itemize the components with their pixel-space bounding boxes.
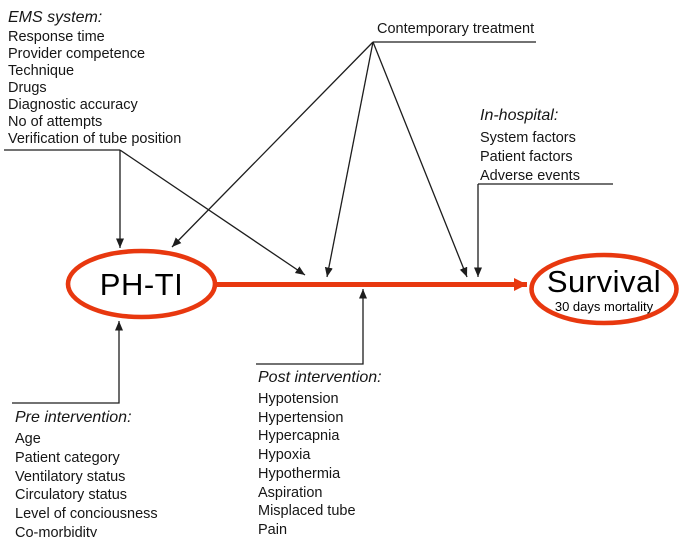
list-item: Pain (258, 521, 288, 537)
in-hospital-block: In-hospital: System factors Patient fact… (480, 106, 580, 186)
list-item: Aspiration (258, 484, 323, 501)
ph-ti-ellipse (65, 248, 218, 320)
post-to-effect-arrow (256, 289, 367, 365)
list-item: Co-morbidity (15, 524, 98, 537)
list-item: Hypothermia (258, 465, 341, 482)
ems-system-heading: EMS system: (8, 9, 103, 26)
list-item: Verification of tube position (8, 131, 182, 147)
ph-ti-label: PH-TI (99, 266, 184, 302)
list-item: Patient category (15, 449, 120, 466)
list-item: Circulatory status (15, 487, 128, 504)
list-item: System factors (480, 130, 576, 146)
list-item: Technique (8, 63, 75, 79)
list-item: Hypercapnia (258, 428, 340, 445)
post-intervention-list: Hypotension Hypertension Hypercapnia Hyp… (258, 390, 382, 537)
post-intervention-heading: Post intervention: (258, 369, 382, 386)
list-item: Provider competence (8, 46, 146, 62)
contemporary-treatment-label: Contemporary treatment (377, 21, 535, 37)
pre-intervention-list: Age Patient category Ventilatory status … (15, 430, 158, 537)
list-item: Hypertension (258, 409, 344, 426)
contemporary-treatment-block: Contemporary treatment (377, 20, 534, 38)
list-item: Drugs (8, 80, 47, 96)
list-item: Adverse events (480, 168, 580, 184)
in-hospital-heading: In-hospital: (480, 107, 559, 124)
pre-intervention-heading: Pre intervention: (15, 409, 132, 426)
contemporary-to-effect-arrow-1 (324, 41, 374, 278)
ph-ti-node: PH-TI (68, 251, 215, 317)
survival-sublabel: 30 days mortality (554, 298, 654, 314)
pre-to-phti-arrow (12, 321, 123, 404)
list-item: Hypoxia (258, 447, 311, 464)
contemporary-to-phti-arrow (171, 41, 374, 248)
list-item: Diagnostic accuracy (8, 97, 138, 113)
list-item: Age (15, 431, 41, 447)
list-item: Level of conciousness (15, 506, 158, 523)
list-item: Ventilatory status (15, 468, 126, 485)
list-item: Patient factors (480, 149, 573, 165)
survival-label: Survival (546, 263, 662, 299)
in-hospital-list: System factors Patient factors Adverse e… (480, 129, 580, 186)
survival-ellipse (529, 252, 679, 326)
ems-system-list: Response time Provider competence Techni… (8, 29, 181, 148)
survival-node: Survival 30 days mortality (531, 255, 677, 323)
pre-intervention-block: Pre intervention: Age Patient category V… (15, 408, 158, 537)
list-item: Misplaced tube (258, 503, 356, 520)
ems-to-effect-arrow (119, 149, 306, 276)
list-item: No of attempts (8, 114, 103, 130)
post-intervention-block: Post intervention: Hypotension Hypertens… (258, 368, 382, 537)
ems-system-block: EMS system: Response time Provider compe… (8, 8, 181, 148)
list-item: Hypotension (258, 391, 339, 407)
contemporary-to-effect-arrow-2 (372, 41, 468, 278)
list-item: Response time (8, 29, 105, 45)
